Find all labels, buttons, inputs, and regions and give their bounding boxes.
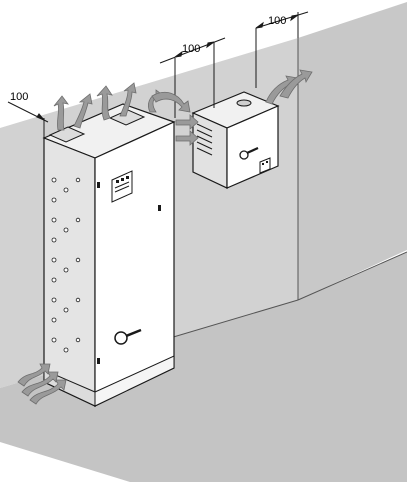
door-marker-right <box>158 205 161 211</box>
wall-cabinet <box>191 91 280 189</box>
dimension-label-middle: 100 <box>182 43 200 55</box>
airflow-arrow-icon <box>279 69 313 99</box>
floor <box>0 252 407 482</box>
door-marker-top <box>97 182 100 188</box>
rotary-handle-icon <box>114 328 142 345</box>
airflow-arrow-icon <box>119 82 137 117</box>
wall-cabinet-label-icon <box>259 157 271 174</box>
airflow-arrow-icon <box>96 85 113 121</box>
dimension-lines <box>7 11 309 140</box>
cabinet-side <box>43 137 96 407</box>
dimension-label-top-right: 100 <box>268 15 286 27</box>
floor-cabinet <box>42 103 176 407</box>
side-wall <box>298 2 407 300</box>
wall-cabinet-handle-icon <box>239 146 259 160</box>
wall-cabinet-vent <box>196 123 213 156</box>
warning-label-icon <box>111 170 133 203</box>
door-marker-bottom <box>97 358 100 364</box>
airflow-arrow-icon <box>17 363 51 387</box>
dimension-label-left: 100 <box>10 91 28 103</box>
side-rail-holes <box>51 177 81 353</box>
airflow-arrow-icon <box>21 371 59 397</box>
floor-edge-line-right <box>297 251 407 301</box>
airflow-arrow-icon <box>175 130 199 146</box>
airflow-arrow-icon <box>73 93 93 129</box>
airflow-arrows <box>17 69 313 405</box>
airflow-arrow-icon <box>29 379 67 405</box>
wall-cabinet-top-vent <box>236 99 252 107</box>
airflow-arrow-icon <box>151 91 191 113</box>
floor-edge-line <box>169 299 299 339</box>
airflow-arrow-icon <box>53 95 69 131</box>
airflow-arrow-icon <box>175 114 199 130</box>
